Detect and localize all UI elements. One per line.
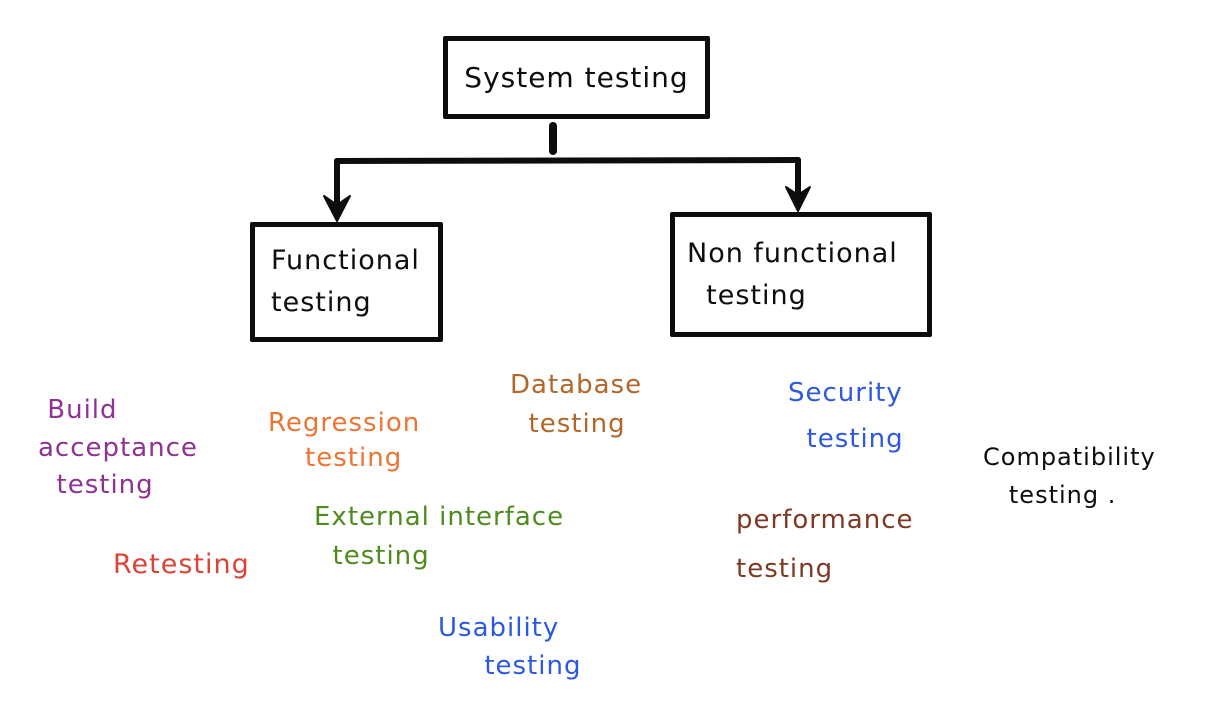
label-build-acceptance-testing: Build acceptance testing — [38, 395, 198, 501]
functional-testing-box: Functional testing — [250, 222, 443, 342]
non-functional-testing-label: Non functional testing — [687, 237, 898, 311]
label-usability-testing: Usability testing — [438, 613, 582, 681]
label-external-interface-testing: External interface testing — [314, 502, 565, 571]
label-compatibility-testing: Compatibility testing . — [983, 443, 1156, 510]
label-regression-testing: Regression testing — [268, 408, 421, 474]
label-security-testing: Security testing — [788, 378, 904, 454]
branch-horizontal-line — [334, 157, 801, 164]
label-retesting: Retesting — [113, 549, 250, 580]
arrow-to-non-functional-head — [785, 186, 811, 212]
system-testing-box: System testing — [443, 36, 710, 119]
system-testing-label: System testing — [464, 61, 689, 94]
label-database-testing: Database testing — [510, 370, 643, 439]
functional-testing-label: Functional testing — [271, 245, 420, 318]
non-functional-testing-box: Non functional testing — [670, 212, 932, 337]
label-performance-testing: performance testing — [736, 505, 914, 585]
arrow-to-functional-head — [323, 195, 351, 222]
